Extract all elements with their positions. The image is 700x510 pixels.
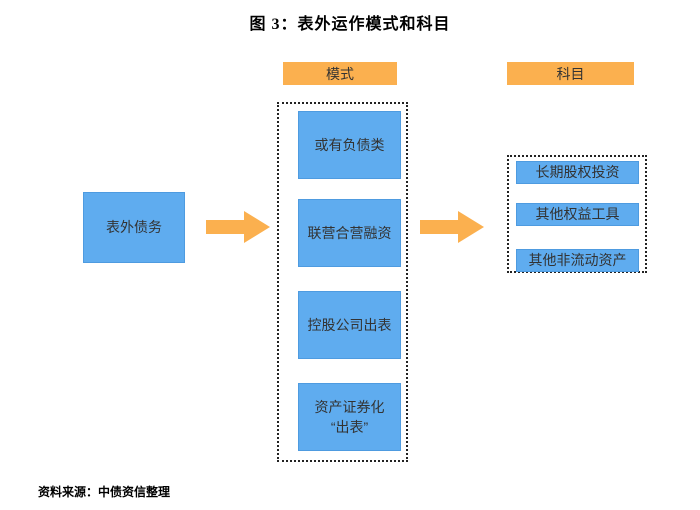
subject-group-container: 长期股权投资 其他权益工具 其他非流动资产 xyxy=(507,155,647,273)
node-long-term-equity-investment: 长期股权投资 xyxy=(516,161,639,184)
node-asset-securitization: 资产证券化 “出表” xyxy=(298,383,401,451)
arrow-right-icon xyxy=(206,211,270,243)
figure-title: 图 3：表外运作模式和科目 xyxy=(249,16,451,33)
column-header-subject: 科目 xyxy=(507,62,634,85)
node-off-balance-sheet-debt: 表外债务 xyxy=(83,192,185,263)
node-contingent-liabilities: 或有负债类 xyxy=(298,111,401,179)
node-holding-company-deconsolidation: 控股公司出表 xyxy=(298,291,401,359)
data-source-note: 资料来源：中债资信整理 xyxy=(38,485,171,499)
column-header-mode: 模式 xyxy=(283,62,397,85)
node-joint-venture-financing: 联营合营融资 xyxy=(298,199,401,267)
arrow-right-icon xyxy=(420,211,484,243)
mode-group-container: 或有负债类 联营合营融资 控股公司出表 资产证券化 “出表” xyxy=(277,102,408,462)
node-other-equity-instruments: 其他权益工具 xyxy=(516,203,639,226)
node-other-non-current-assets: 其他非流动资产 xyxy=(516,249,639,272)
